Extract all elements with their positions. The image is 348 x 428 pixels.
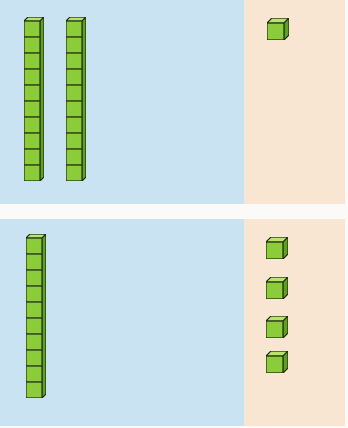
ones-cube: [266, 277, 288, 304]
ones-cube-icon: [266, 237, 288, 259]
ones-area-top: [244, 0, 345, 204]
ones-cube: [266, 237, 288, 264]
ones-cube: [266, 351, 288, 378]
tens-rod: [26, 234, 46, 403]
ones-cube-icon: [267, 18, 289, 40]
place-value-panel-top: [0, 0, 345, 204]
tens-rod-icon: [26, 234, 46, 398]
place-value-panel-bottom: [0, 219, 345, 426]
ones-cube: [267, 18, 289, 45]
tens-rod-icon: [66, 17, 86, 181]
tens-area-bottom: [0, 219, 244, 426]
ones-cube: [266, 316, 288, 343]
ones-area-bottom: [244, 219, 345, 426]
tens-rod: [66, 17, 86, 186]
ones-cube-icon: [266, 316, 288, 338]
ones-cube-icon: [266, 277, 288, 299]
tens-rod: [24, 17, 44, 186]
ones-cube-icon: [266, 351, 288, 373]
tens-area-top: [0, 0, 244, 204]
tens-rod-icon: [24, 17, 44, 181]
